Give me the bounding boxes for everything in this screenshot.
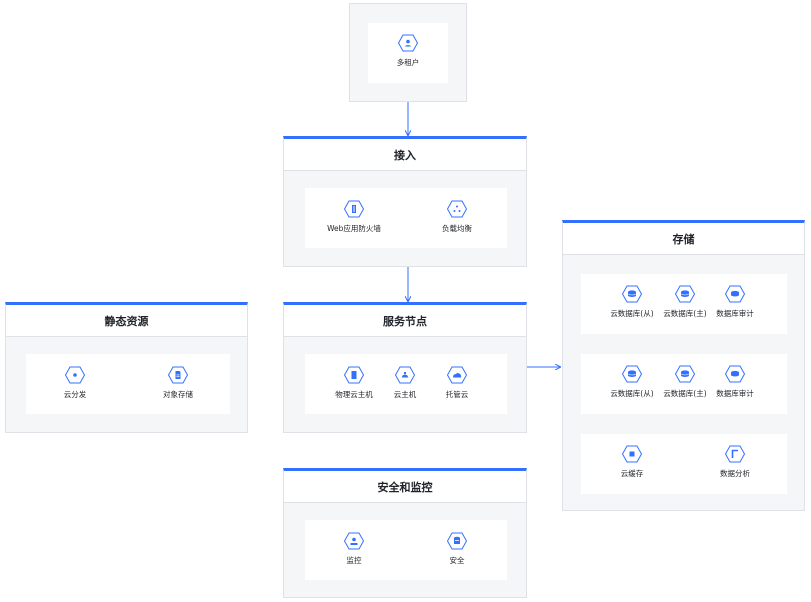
database-icon bbox=[622, 285, 642, 303]
db-master-label: 云数据库(主) bbox=[663, 389, 707, 398]
monitor-label: 监控 bbox=[346, 556, 362, 565]
storage-card-row3: 云缓存 数据分析 bbox=[581, 434, 787, 494]
static-panel: 静态资源 云分发 对象存储 bbox=[5, 302, 248, 433]
storage-title: 存储 bbox=[563, 223, 804, 255]
analytics-node[interactable]: 数据分析 bbox=[695, 445, 775, 479]
tenant-node[interactable]: 多租户 bbox=[368, 34, 448, 68]
physical-host-label: 物理云主机 bbox=[335, 390, 373, 399]
database-audit-icon bbox=[725, 365, 745, 383]
security-node[interactable]: 安全 bbox=[417, 532, 497, 566]
cache-label: 云缓存 bbox=[620, 469, 644, 478]
managed-cloud-node[interactable]: 托管云 bbox=[417, 366, 497, 400]
tenant-card: 多租户 bbox=[368, 23, 448, 83]
db-audit-node[interactable]: 数据库审计 bbox=[695, 285, 775, 319]
db-master-node[interactable]: 云数据库(主) bbox=[645, 285, 725, 319]
user-icon bbox=[398, 34, 418, 52]
database-audit-icon bbox=[725, 285, 745, 303]
security-icon bbox=[447, 532, 467, 550]
cdn-node[interactable]: 云分发 bbox=[35, 366, 115, 400]
analytics-icon bbox=[725, 445, 745, 463]
firewall-node[interactable]: Web应用防火墙 bbox=[314, 200, 394, 234]
load-balancer-icon bbox=[447, 200, 467, 218]
database-icon bbox=[675, 365, 695, 383]
access-panel: 接入 Web应用防火墙 负载均衡 bbox=[283, 136, 527, 267]
security-label: 安全 bbox=[449, 556, 465, 565]
service-title: 服务节点 bbox=[284, 305, 526, 337]
physical-host-node[interactable]: 物理云主机 bbox=[314, 366, 394, 400]
db-audit-label: 数据库审计 bbox=[716, 309, 754, 318]
cdn-icon bbox=[65, 366, 85, 384]
storage-card-row2: 云数据库(从) 云数据库(主) 数据库审计 bbox=[581, 354, 787, 414]
security-card: 监控 安全 bbox=[305, 520, 507, 580]
database-icon bbox=[622, 365, 642, 383]
object-storage-node[interactable]: 对象存储 bbox=[138, 366, 218, 400]
db-audit-node[interactable]: 数据库审计 bbox=[695, 365, 775, 399]
db-master-node[interactable]: 云数据库(主) bbox=[645, 365, 725, 399]
monitor-node[interactable]: 监控 bbox=[314, 532, 394, 566]
vm-icon bbox=[395, 366, 415, 384]
server-icon bbox=[344, 366, 364, 384]
cache-node[interactable]: 云缓存 bbox=[592, 445, 672, 479]
cache-icon bbox=[622, 445, 642, 463]
service-panel: 服务节点 物理云主机 云主机 托管云 bbox=[283, 302, 527, 433]
db-slave-label: 云数据库(从) bbox=[610, 389, 654, 398]
tenant-panel: 多租户 bbox=[349, 3, 467, 102]
cloud-icon bbox=[447, 366, 467, 384]
load-balancer-node[interactable]: 负载均衡 bbox=[417, 200, 497, 234]
storage-panel: 存储 云数据库(从) 云数据库(主) bbox=[562, 220, 805, 511]
static-title: 静态资源 bbox=[6, 305, 247, 337]
db-audit-label: 数据库审计 bbox=[716, 389, 754, 398]
db-slave-node[interactable]: 云数据库(从) bbox=[592, 365, 672, 399]
security-panel: 安全和监控 监控 安全 bbox=[283, 468, 527, 598]
storage-card-row1: 云数据库(从) 云数据库(主) 数据库审计 bbox=[581, 274, 787, 334]
database-icon bbox=[675, 285, 695, 303]
access-card: Web应用防火墙 负载均衡 bbox=[305, 188, 507, 248]
cdn-label: 云分发 bbox=[63, 390, 87, 399]
firewall-icon bbox=[344, 200, 364, 218]
service-card: 物理云主机 云主机 托管云 bbox=[305, 354, 507, 414]
db-master-label: 云数据库(主) bbox=[663, 309, 707, 318]
monitor-icon bbox=[344, 532, 364, 550]
tenant-label: 多租户 bbox=[396, 58, 420, 67]
firewall-label: Web应用防火墙 bbox=[327, 224, 381, 233]
db-slave-label: 云数据库(从) bbox=[610, 309, 654, 318]
security-title: 安全和监控 bbox=[284, 471, 526, 503]
analytics-label: 数据分析 bbox=[720, 469, 750, 478]
managed-cloud-label: 托管云 bbox=[445, 390, 469, 399]
access-title: 接入 bbox=[284, 139, 526, 171]
db-slave-node[interactable]: 云数据库(从) bbox=[592, 285, 672, 319]
static-card: 云分发 对象存储 bbox=[26, 354, 230, 414]
vm-label: 云主机 bbox=[393, 390, 417, 399]
load-balancer-label: 负载均衡 bbox=[442, 224, 472, 233]
object-storage-icon bbox=[168, 366, 188, 384]
object-storage-label: 对象存储 bbox=[163, 390, 193, 399]
vm-node[interactable]: 云主机 bbox=[365, 366, 445, 400]
